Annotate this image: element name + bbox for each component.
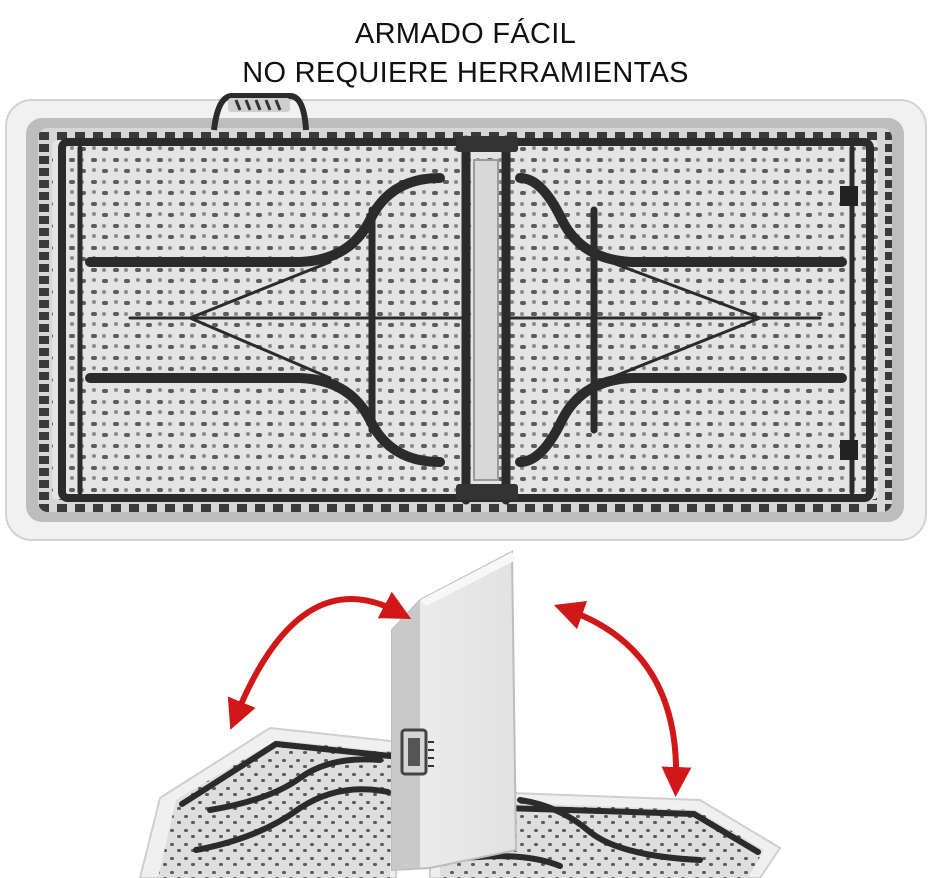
folding-demo bbox=[138, 550, 782, 878]
rotate-arrow-left-icon bbox=[227, 591, 412, 730]
carry-handle-icon bbox=[211, 93, 309, 131]
folded-table-icon bbox=[391, 550, 518, 872]
rotate-arrow-right-icon bbox=[553, 600, 692, 797]
table-half-left bbox=[138, 726, 402, 878]
headline-line-1: ARMADO FÁCIL bbox=[354, 18, 577, 50]
table-half-right bbox=[429, 788, 782, 878]
headline-line-2: NO REQUIERE HERRAMIENTAS bbox=[242, 57, 689, 89]
folding-table-underside-icon bbox=[5, 93, 927, 541]
